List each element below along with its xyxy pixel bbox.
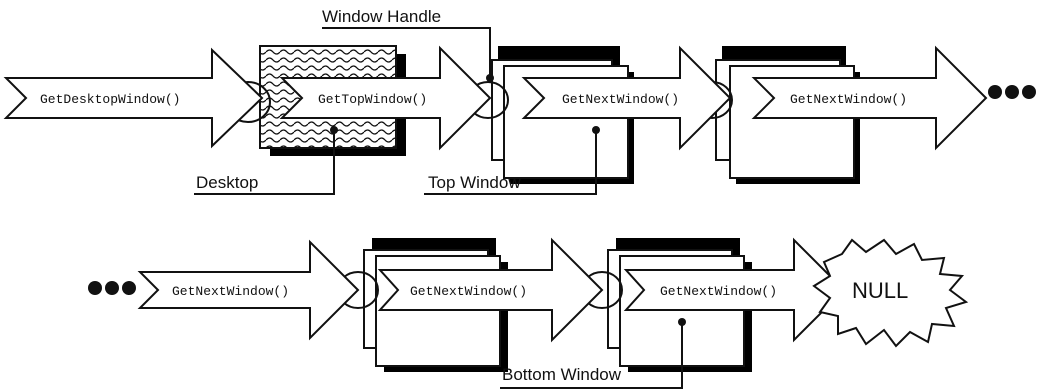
ellipsis-dots-row2 (88, 281, 136, 295)
arrow-get-next-window-2: GetNextWindow() (751, 45, 988, 151)
arrow-get-next-window-1: GetNextWindow() (521, 45, 732, 151)
arrow-label: GetNextWindow() (410, 284, 527, 299)
arrow-get-top-window: GetTopWindow() (279, 45, 492, 151)
arrow-label: GetNextWindow() (172, 284, 289, 299)
arrow-label: GetNextWindow() (790, 92, 907, 107)
desktop-callout: Desktop (194, 126, 338, 195)
window-handle-callout: Window Handle (322, 7, 494, 82)
arrow-label: GetTopWindow() (318, 92, 427, 107)
desktop-label: Desktop (196, 173, 258, 192)
arrow-get-desktop-window: GetDesktopWindow() (3, 47, 264, 149)
window-handle-label: Window Handle (322, 7, 441, 26)
bottom-window-label: Bottom Window (502, 365, 622, 384)
arrow-label: GetNextWindow() (562, 92, 679, 107)
arrow-get-next-window-5: GetNextWindow() (623, 237, 846, 343)
arrow-get-next-window-3: GetNextWindow() (137, 239, 360, 341)
top-window-label: Top Window (428, 173, 521, 192)
null-burst: NULL (812, 238, 969, 348)
arrow-label: GetDesktopWindow() (40, 92, 180, 107)
top-window-callout: Top Window (424, 126, 600, 195)
arrow-label: GetNextWindow() (660, 284, 777, 299)
bottom-window-callout: Bottom Window (500, 318, 686, 389)
arrow-get-next-window-4: GetNextWindow() (377, 237, 604, 343)
ellipsis-dots-row1 (988, 85, 1036, 99)
null-label: NULL (852, 278, 908, 303)
